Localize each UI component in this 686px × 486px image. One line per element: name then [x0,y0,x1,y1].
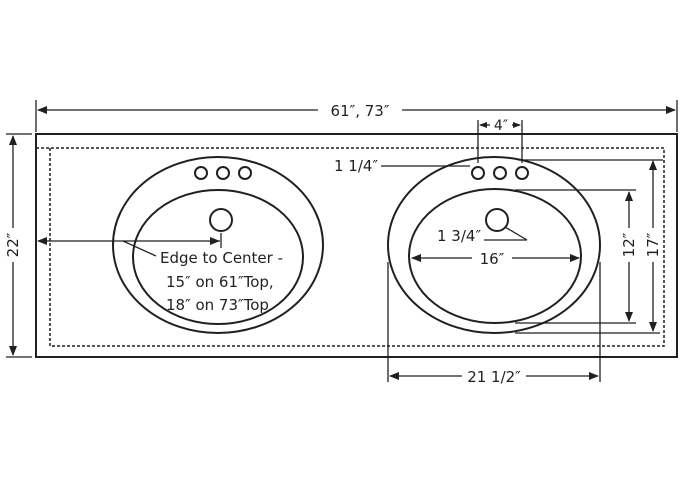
overall-depth-label: 22″ [4,232,22,257]
arrow-right-icon [589,372,599,380]
arrow-right-icon [666,106,676,114]
edge-to-center-dimension: Edge to Center - 15″ on 61″Top, 18″ on 7… [37,233,283,314]
overall-depth-dimension: 22″ [4,133,32,358]
faucet-offset-label: 1 1/4″ [334,157,378,175]
edge-to-center-line-2: 15″ on 61″Top, [166,273,274,291]
faucet-offset-dimension: 1 1/4″ [334,157,663,175]
right-faucet-hole-1 [471,166,485,180]
arrow-right-icon [210,237,220,245]
overall-width-dimension: 61″, 73″ [35,100,678,132]
outer-depth-dimension: 17″ [515,160,662,334]
arrow-down-icon [9,346,17,356]
right-faucet-hole-2 [493,166,507,180]
drain-size-label: 1 3/4″ [437,227,481,245]
inner-width-label: 16″ [480,250,505,268]
inner-depth-label: 12″ [620,232,638,257]
countertop-dashed-border [36,147,665,347]
countertop-outline [35,133,678,358]
overall-width-label: 61″, 73″ [331,102,390,120]
faucet-spread-dimension: 4″ [477,118,523,163]
left-drain-hole [209,208,233,232]
left-faucet-hole-2 [216,166,230,180]
arrow-up-icon [625,191,633,201]
arrow-left-icon [411,254,421,262]
edge-to-center-line-3: 18″ on 73″Top [166,296,269,314]
arrow-left-icon [479,122,487,128]
edge-to-center-line-1: Edge to Center - [160,249,283,267]
faucet-spread-label: 4″ [494,118,508,134]
arrow-down-icon [625,312,633,322]
outer-depth-label: 17″ [644,232,662,257]
arrow-right-icon [513,122,521,128]
left-sink [112,156,324,334]
left-sink-inner-bowl [132,189,304,325]
arrow-down-icon [649,322,657,332]
arrow-left-icon [389,372,399,380]
drain-dimension: 1 3/4″ [437,226,528,245]
inner-width-dimension: 16″ [411,250,580,268]
arrow-left-icon [37,237,47,245]
outer-width-dimension: 21 1/2″ [387,262,601,386]
outer-width-label: 21 1/2″ [467,368,521,386]
arrow-right-icon [570,254,580,262]
right-drain-hole [485,208,509,232]
inner-depth-dimension: 12″ [515,189,638,324]
left-faucet-hole-1 [194,166,208,180]
arrow-up-icon [9,135,17,145]
right-sink-outer-rim [387,156,601,334]
right-sink-inner-bowl [408,188,582,324]
left-faucet-hole-3 [238,166,252,180]
arrow-left-icon [37,106,47,114]
left-sink-outer-rim [112,156,324,334]
right-faucet-hole-3 [515,166,529,180]
right-sink [387,156,601,334]
arrow-up-icon [649,160,657,170]
